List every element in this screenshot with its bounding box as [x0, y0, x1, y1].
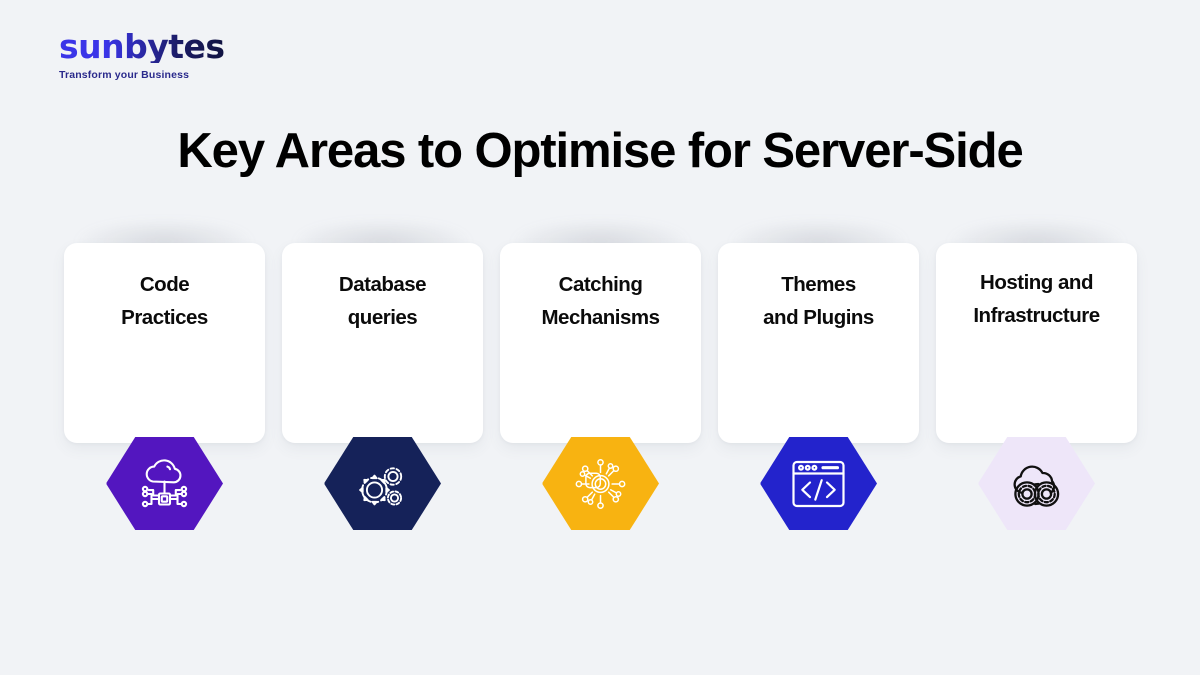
card-title-line-2: Practices — [121, 305, 208, 329]
key-areas-card-row: Code Practices — [64, 221, 1137, 533]
card-icon-badge — [760, 436, 877, 531]
brand-logo: sunbytes Transform your Business — [59, 30, 299, 81]
card-icon-badge — [978, 436, 1095, 531]
card-body: Database queries — [282, 243, 483, 443]
network-hub-icon — [571, 455, 631, 513]
card-title-line-1: Catching — [558, 273, 643, 296]
card-title: Themes and Plugins — [727, 269, 911, 335]
key-area-card-database-queries: Database queries — [282, 221, 483, 533]
cloud-circuit-icon — [134, 455, 196, 513]
key-area-card-themes-and-plugins: Themes and Plugins — [718, 221, 919, 533]
code-window-icon — [789, 457, 849, 511]
devops-cloud-gears-icon — [1004, 456, 1070, 512]
card-icon-badge — [542, 436, 659, 531]
card-title-line-2: and Plugins — [763, 305, 874, 329]
card-title: Catching Mechanisms — [509, 269, 693, 335]
card-title-line-2: queries — [347, 305, 418, 329]
card-title: Database queries — [291, 269, 475, 335]
card-title: Code Practices — [73, 269, 257, 335]
card-title-line-2: Mechanisms — [541, 305, 660, 329]
key-area-card-catching-mechanisms: Catching Mechanisms — [500, 221, 701, 533]
card-title-line-2: Infrastructure — [973, 303, 1100, 327]
card-title: Hosting and Infrastructure — [945, 267, 1129, 333]
key-area-card-hosting-and-infrastructure: Hosting and Infrastructure — [936, 221, 1137, 533]
card-body: Hosting and Infrastructure — [936, 243, 1137, 443]
card-title-line-1: Themes — [781, 273, 856, 296]
card-body: Catching Mechanisms — [500, 243, 701, 443]
gears-icon — [352, 455, 414, 513]
brand-tagline: Transform your Business — [59, 69, 190, 81]
card-icon-badge — [106, 436, 223, 531]
card-icon-badge — [324, 436, 441, 531]
page-title: Key Areas to Optimise for Server-Side — [177, 124, 1023, 178]
card-title-line-1: Database — [338, 273, 427, 296]
card-body: Themes and Plugins — [718, 243, 919, 443]
card-body: Code Practices — [64, 243, 265, 443]
card-title-line-1: Code — [139, 273, 190, 296]
card-title-line-1: Hosting and — [980, 271, 1093, 294]
brand-wordmark: sunbytes — [59, 27, 225, 66]
key-area-card-code-practices: Code Practices — [64, 221, 265, 533]
